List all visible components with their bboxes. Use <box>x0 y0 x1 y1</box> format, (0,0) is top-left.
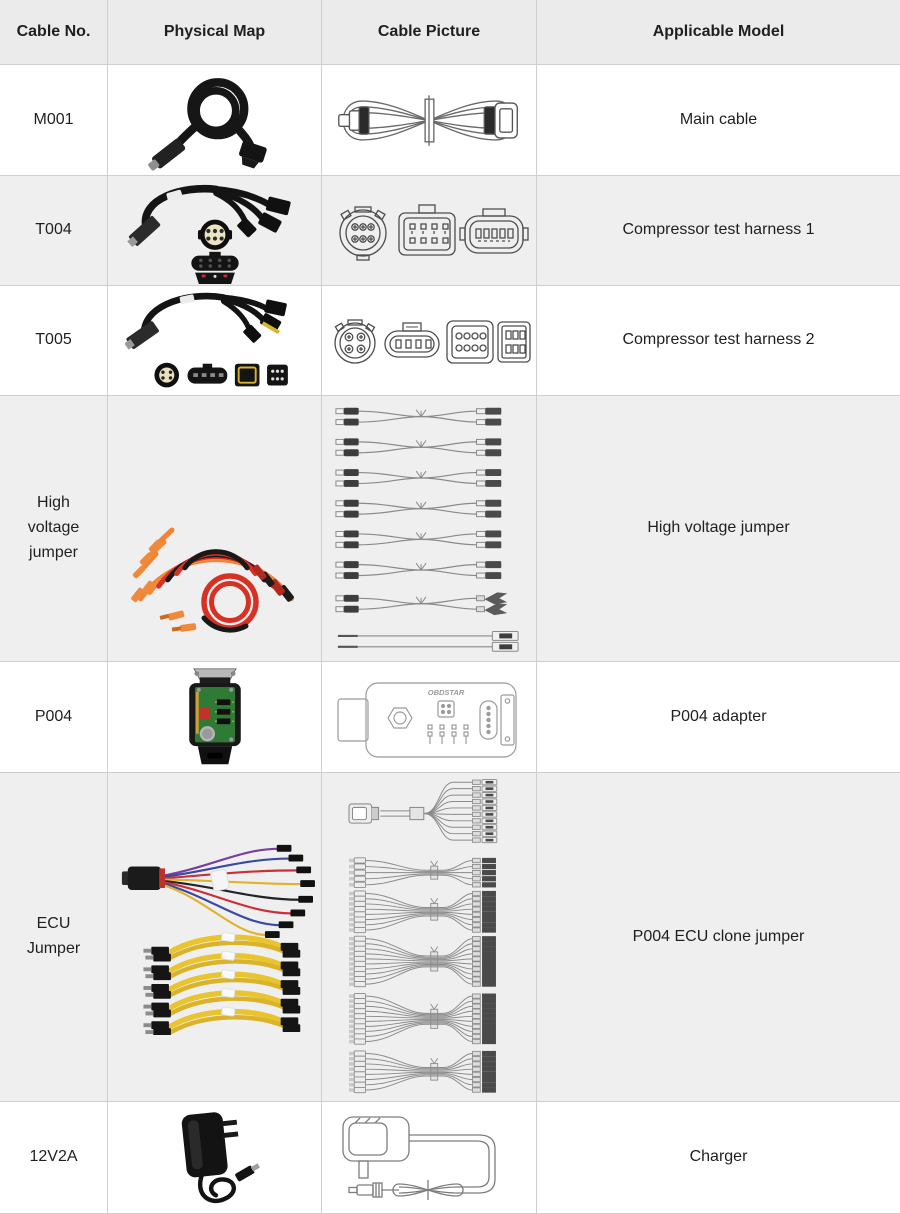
applicable-model-text: P004 adapter <box>670 707 767 725</box>
applicable-model-cell: P004 ECU clone jumper <box>537 773 900 1102</box>
ecu-jumper-physical-photo <box>121 844 315 1035</box>
table-row-p004: P004 <box>0 662 900 773</box>
header-cable-no: Cable No. <box>0 0 108 65</box>
cable-picture-cell <box>322 65 537 176</box>
applicable-model-cell: P004 adapter <box>537 662 900 773</box>
applicable-model-text: P004 ECU clone jumper <box>632 927 805 945</box>
table-header-row: Cable No. Physical Map Cable Picture App… <box>0 0 900 65</box>
cable-picture-cell <box>322 396 537 662</box>
table-row-t004: T004 <box>0 176 900 286</box>
table-row-high-voltage-jumper: High voltage jumper <box>0 396 900 662</box>
physical-map-cell <box>108 1102 322 1214</box>
cable-no-cell: P004 <box>0 662 108 773</box>
physical-map-cell <box>108 176 322 286</box>
cable-no-text: High voltage jumper <box>27 494 80 561</box>
header-applicable-model: Applicable Model <box>537 0 900 65</box>
cable-no-text: 12V2A <box>29 1148 78 1166</box>
t005-line-drawing <box>333 318 531 364</box>
cable-no-cell: T005 <box>0 286 108 396</box>
header-physical-map: Physical Map <box>108 0 322 65</box>
applicable-model-cell: Charger <box>537 1102 900 1214</box>
physical-map-cell <box>108 396 322 662</box>
p004-physical-photo <box>188 667 241 764</box>
applicable-model-text: Main cable <box>679 110 758 128</box>
physical-map-cell <box>108 65 322 176</box>
applicable-model-cell: Main cable <box>537 65 900 176</box>
high-voltage-jumper-physical-photo <box>130 527 294 632</box>
table-row-12v2a: 12V2A <box>0 1102 900 1214</box>
header-cable-no-text: Cable No. <box>16 22 91 40</box>
table-row-m001: M001 <box>0 65 900 176</box>
cable-no-text: ECU Jumper <box>26 915 81 957</box>
physical-map-cell <box>108 286 322 396</box>
cable-no-text: M001 <box>33 110 74 128</box>
applicable-model-cell: Compressor test harness 1 <box>537 176 900 286</box>
cable-picture-cell: OBDSTAR <box>322 662 537 773</box>
ecu-jumper-line-drawing <box>348 779 498 1094</box>
obdstar-watermark: OBDSTAR <box>427 688 464 697</box>
cable-no-cell: M001 <box>0 65 108 176</box>
applicable-model-text: Compressor test harness 2 <box>622 331 815 349</box>
applicable-model-text: Charger <box>689 1148 748 1166</box>
cable-no-cell: 12V2A <box>0 1102 108 1214</box>
t005-physical-photo <box>124 292 288 387</box>
cable-no-text: P004 <box>34 707 73 725</box>
cable-no-text: T004 <box>35 221 72 239</box>
charger-physical-photo <box>181 1111 260 1203</box>
m001-physical-photo <box>147 78 267 171</box>
table-row-t005: T005 <box>0 286 900 396</box>
applicable-model-cell: High voltage jumper <box>537 396 900 662</box>
cable-picture-cell <box>322 773 537 1102</box>
header-applicable-model-text: Applicable Model <box>652 22 785 40</box>
physical-map-cell <box>108 662 322 773</box>
applicable-model-cell: Compressor test harness 2 <box>537 286 900 396</box>
cable-picture-cell <box>322 176 537 286</box>
p004-line-drawing: OBDSTAR <box>336 682 517 758</box>
table-row-ecu-jumper: ECU Jumper <box>0 773 900 1102</box>
cable-no-cell: ECU Jumper <box>0 773 108 1102</box>
applicable-model-text: High voltage jumper <box>647 519 790 537</box>
cable-no-cell: High voltage jumper <box>0 396 108 662</box>
m001-line-drawing <box>338 94 518 146</box>
applicable-model-text: Compressor test harness 1 <box>622 221 815 239</box>
cable-no-cell: T004 <box>0 176 108 286</box>
header-physical-map-text: Physical Map <box>163 22 266 40</box>
high-voltage-jumper-line-drawing <box>335 407 519 652</box>
t004-physical-photo <box>126 184 291 284</box>
header-cable-picture: Cable Picture <box>322 0 537 65</box>
cable-picture-cell <box>322 286 537 396</box>
charger-line-drawing <box>342 1115 496 1200</box>
physical-map-cell <box>108 773 322 1102</box>
t004-line-drawing <box>339 203 529 261</box>
cable-no-text: T005 <box>35 331 72 349</box>
header-cable-picture-text: Cable Picture <box>377 22 481 40</box>
cable-picture-cell <box>322 1102 537 1214</box>
